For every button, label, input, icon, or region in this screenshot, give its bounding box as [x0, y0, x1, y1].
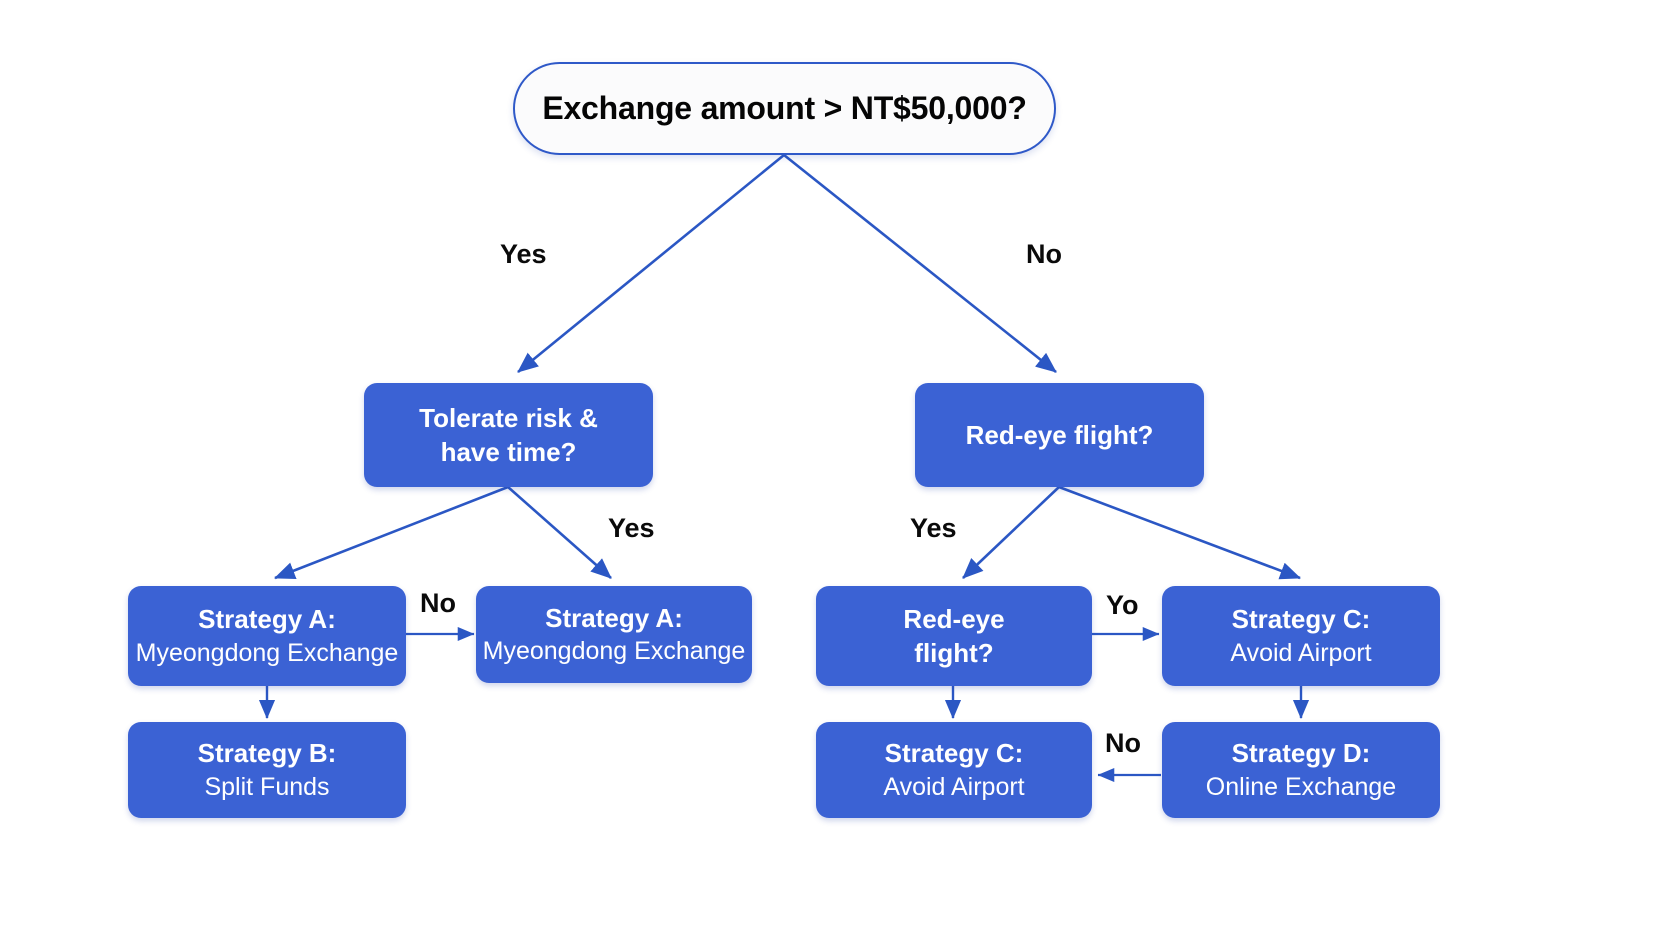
node-red-eye-flight-top-label: Red-eye flight? — [965, 419, 1154, 450]
node-strategy-c-bottom-detail: Avoid Airport — [883, 772, 1025, 801]
edge-label-right-no: No — [1102, 728, 1144, 759]
node-strategy-a-right-title: Strategy A: — [545, 602, 683, 633]
edge-label-left-yes: Yes — [605, 513, 658, 544]
edge-tolerate-to-strategy-a-right — [507, 486, 612, 579]
edge-label-root-no: No — [1023, 239, 1065, 270]
edge-redeye-to-strategy-c-right — [1058, 485, 1301, 580]
node-tolerate-risk-line1: Tolerate risk & — [419, 402, 598, 433]
node-root-label: Exchange amount > NT$50,000? — [542, 90, 1027, 126]
edge-label-left-no: No — [417, 588, 459, 619]
node-strategy-a-left-title: Strategy A: — [198, 604, 336, 635]
edge-label-right-yes-clipped: Yo — [1103, 590, 1139, 621]
node-strategy-b-detail: Split Funds — [204, 772, 330, 801]
edge-tolerate-to-strategy-a-left — [274, 485, 509, 580]
node-strategy-d-title: Strategy D: — [1231, 738, 1371, 769]
node-strategy-c-bottom[interactable]: Strategy C: Avoid Airport — [816, 722, 1092, 818]
node-strategy-b[interactable]: Strategy B: Split Funds — [128, 722, 406, 818]
node-strategy-a-right-detail: Myeongdong Exchange — [482, 637, 746, 666]
node-strategy-c-right-title: Strategy C: — [1231, 604, 1371, 635]
node-red-eye-flight-lower-line1: Red-eye — [903, 603, 1005, 634]
node-tolerate-risk[interactable]: Tolerate risk & have time? — [364, 383, 653, 487]
node-strategy-c-right-detail: Avoid Airport — [1230, 638, 1372, 667]
node-strategy-d[interactable]: Strategy D: Online Exchange — [1162, 722, 1440, 818]
node-strategy-a-right[interactable]: Strategy A: Myeongdong Exchange — [476, 586, 752, 683]
edge-label-right-yes: Yes — [907, 513, 960, 544]
node-strategy-a-left-detail: Myeongdong Exchange — [135, 638, 399, 667]
edge-root-to-tolerate-risk — [517, 153, 785, 374]
node-red-eye-flight-lower-line2: flight? — [914, 638, 994, 668]
node-strategy-c-right[interactable]: Strategy C: Avoid Airport — [1162, 586, 1440, 686]
node-strategy-b-title: Strategy B: — [197, 738, 337, 769]
edge-redeye-to-redeye-lower — [962, 486, 1060, 579]
node-tolerate-risk-line2: have time? — [440, 437, 577, 467]
node-red-eye-flight-lower[interactable]: Red-eye flight? — [816, 586, 1092, 686]
edge-root-to-redeye — [783, 153, 1057, 374]
node-root-decision[interactable]: Exchange amount > NT$50,000? — [513, 62, 1056, 155]
node-red-eye-flight-top[interactable]: Red-eye flight? — [915, 383, 1204, 487]
edge-label-root-yes: Yes — [497, 239, 550, 270]
node-strategy-d-detail: Online Exchange — [1205, 772, 1397, 801]
node-strategy-a-left[interactable]: Strategy A: Myeongdong Exchange — [128, 586, 406, 686]
node-strategy-c-bottom-title: Strategy C: — [884, 738, 1024, 769]
